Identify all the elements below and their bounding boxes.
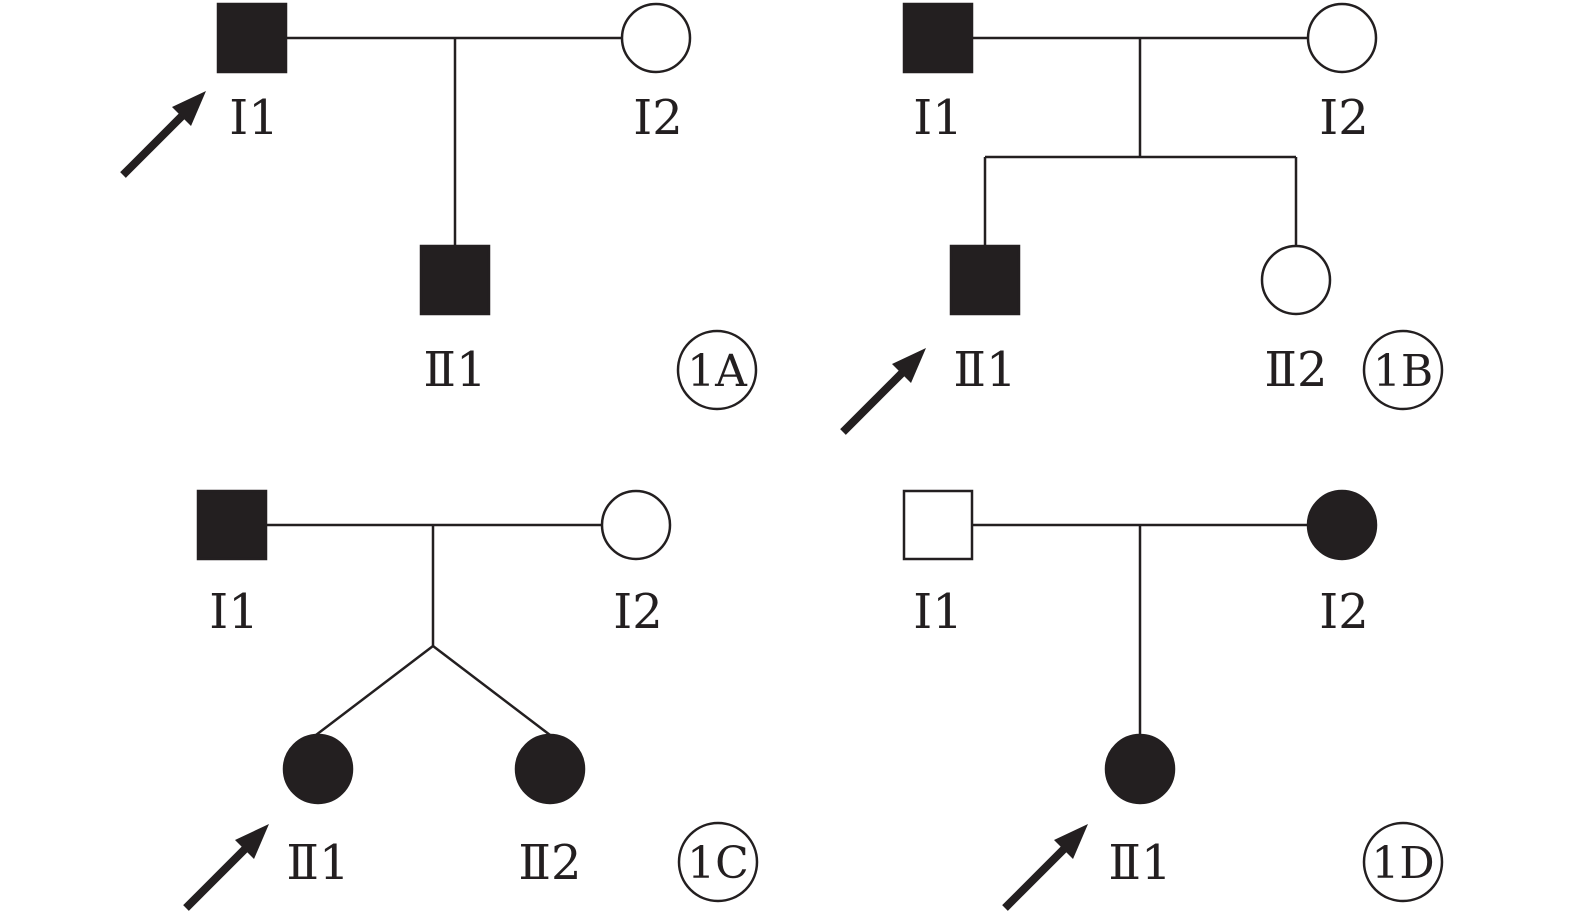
panel-label-1d: 1D bbox=[1371, 838, 1434, 889]
panel-1b: Ⅰ1 Ⅰ2 Ⅱ1 Ⅱ2 1B bbox=[840, 2, 1444, 435]
label-1c-i2: Ⅰ2 bbox=[613, 584, 663, 640]
male-symbol-1b-ii1 bbox=[949, 244, 1021, 316]
label-1b-ii1: Ⅱ1 bbox=[953, 342, 1016, 398]
arrow-shaft bbox=[183, 842, 252, 911]
male-symbol-1d-i1 bbox=[902, 489, 974, 561]
arrow-shaft bbox=[840, 366, 909, 435]
female-symbol-1a-i2 bbox=[620, 2, 692, 74]
panel-label-1a: 1A bbox=[687, 346, 748, 397]
label-1c-i1: Ⅰ1 bbox=[209, 584, 259, 640]
panel-label-1b: 1B bbox=[1373, 346, 1433, 397]
arrow-head bbox=[892, 348, 926, 383]
male-symbol-1b-i1 bbox=[902, 2, 974, 74]
panel-badge-1a bbox=[676, 329, 758, 411]
label-1a-ii1: Ⅱ1 bbox=[423, 342, 486, 398]
proband-arrow-1c bbox=[183, 824, 269, 911]
proband-arrow-1b bbox=[840, 348, 926, 435]
label-1c-ii1: Ⅱ1 bbox=[286, 835, 349, 891]
female-symbol-1d-i2 bbox=[1306, 489, 1378, 561]
female-symbol-1d-ii1 bbox=[1104, 733, 1176, 805]
female-symbol-1c-ii1 bbox=[282, 733, 354, 805]
label-1c-ii2: Ⅱ2 bbox=[518, 835, 581, 891]
arrow-head bbox=[172, 91, 206, 126]
panel-1d: Ⅰ1 Ⅰ2 Ⅱ1 1D bbox=[902, 489, 1444, 911]
label-1a-i2: Ⅰ2 bbox=[633, 90, 683, 146]
arrow-shaft bbox=[120, 109, 189, 178]
arrow-head bbox=[235, 824, 269, 859]
female-symbol-1b-ii2 bbox=[1260, 244, 1332, 316]
female-symbol-1c-i2 bbox=[600, 489, 672, 561]
label-1d-i2: Ⅰ2 bbox=[1319, 584, 1369, 640]
male-symbol-1a-i1 bbox=[216, 2, 288, 74]
label-1b-i1: Ⅰ1 bbox=[913, 90, 963, 146]
twin-line bbox=[315, 645, 434, 736]
panel-badge-1b bbox=[1362, 329, 1444, 411]
label-1b-i2: Ⅰ2 bbox=[1319, 90, 1369, 146]
panel-1a: Ⅰ1 Ⅰ2 Ⅱ1 1A bbox=[120, 2, 758, 411]
female-symbol-1c-ii2 bbox=[514, 733, 586, 805]
twin-line bbox=[432, 645, 551, 736]
arrow-shaft bbox=[1002, 842, 1071, 911]
panel-badge-1d bbox=[1362, 821, 1444, 903]
panel-1c: Ⅰ1 Ⅰ2 Ⅱ1 Ⅱ2 1C bbox=[183, 489, 759, 911]
proband-arrow-1d bbox=[1002, 824, 1088, 911]
label-1b-ii2: Ⅱ2 bbox=[1264, 342, 1327, 398]
panel-badge-1c bbox=[677, 821, 759, 903]
female-symbol-1b-i2 bbox=[1306, 2, 1378, 74]
label-1a-i1: Ⅰ1 bbox=[229, 90, 279, 146]
male-symbol-1c-i1 bbox=[196, 489, 268, 561]
proband-arrow-1a bbox=[120, 91, 206, 178]
male-symbol-1a-ii1 bbox=[419, 244, 491, 316]
arrow-head bbox=[1054, 824, 1088, 859]
label-1d-ii1: Ⅱ1 bbox=[1108, 835, 1171, 891]
panel-label-1c: 1C bbox=[687, 838, 749, 889]
label-1d-i1: Ⅰ1 bbox=[913, 584, 963, 640]
